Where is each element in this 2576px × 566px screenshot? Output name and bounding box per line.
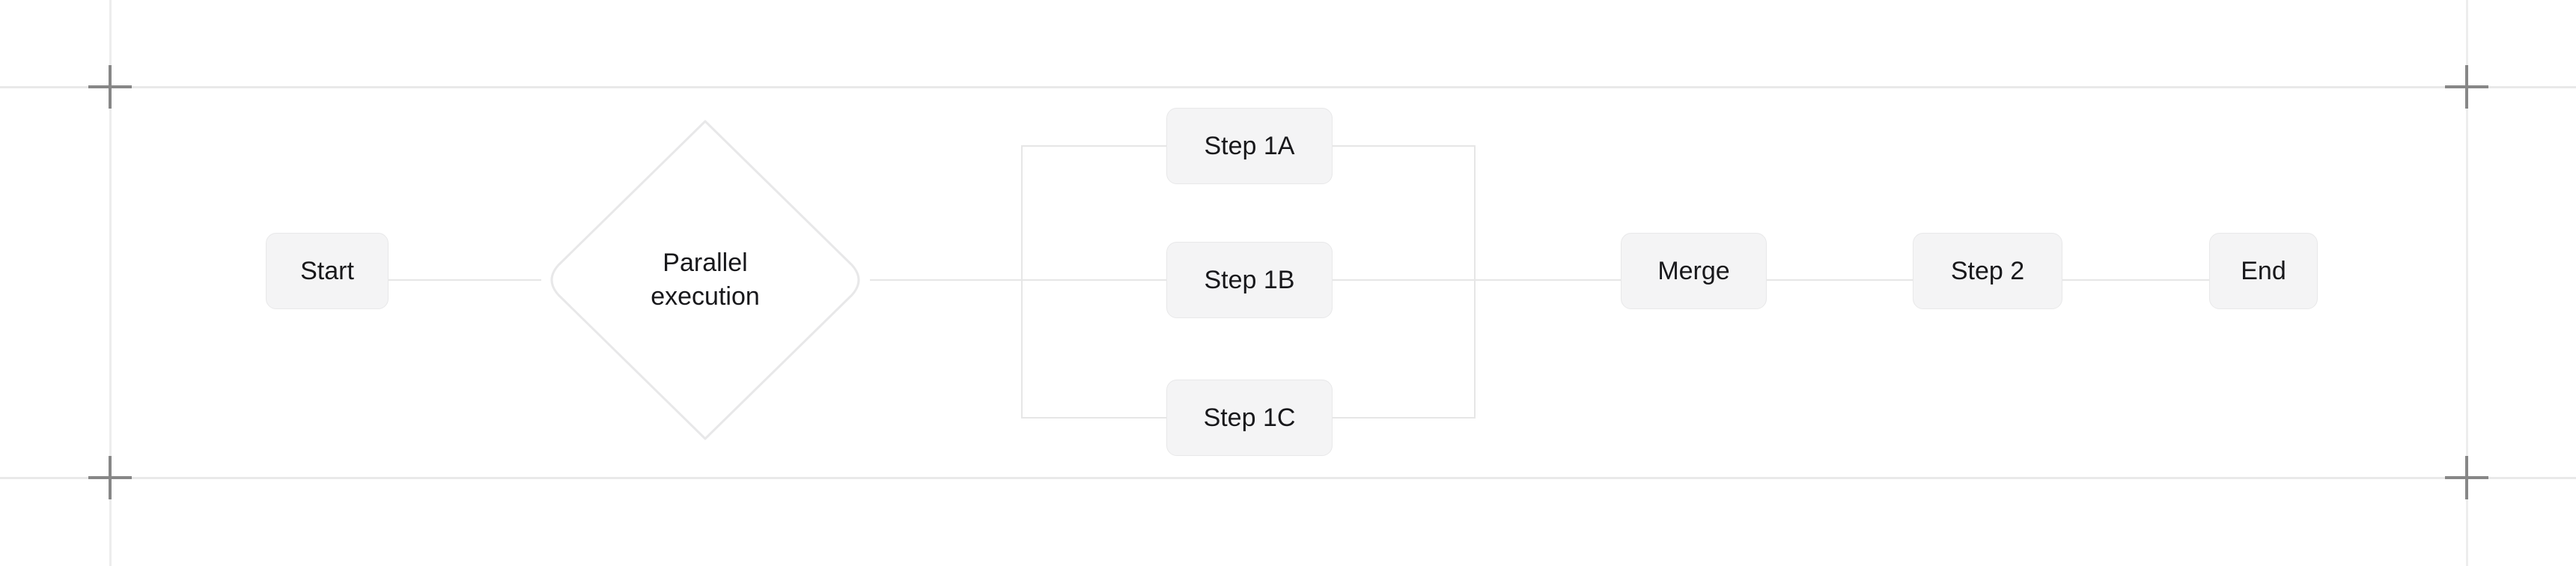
edge-merge-to-step2 bbox=[1767, 279, 1913, 281]
diamond-shape-icon bbox=[550, 120, 860, 440]
crosshair-bottom-right-icon[interactable] bbox=[2445, 456, 2488, 499]
node-step-1a[interactable]: Step 1A bbox=[1166, 108, 1333, 184]
crosshair-bottom-left-icon[interactable] bbox=[88, 456, 132, 499]
node-step-2[interactable]: Step 2 bbox=[1913, 233, 2062, 309]
node-step-1c[interactable]: Step 1C bbox=[1166, 380, 1333, 456]
guide-line-horizontal-top bbox=[0, 86, 2576, 88]
guide-line-vertical-left bbox=[109, 0, 112, 566]
edge-step1a-to-fanin bbox=[1332, 145, 1476, 147]
guide-line-vertical-right bbox=[2466, 0, 2468, 566]
edge-start-to-parallel bbox=[389, 279, 541, 281]
edge-fanout-to-step1a bbox=[1021, 145, 1167, 147]
crosshair-top-right-icon[interactable] bbox=[2445, 65, 2488, 109]
edge-step1c-to-fanin bbox=[1332, 417, 1476, 419]
edge-step1b-to-fanin bbox=[1332, 279, 1476, 281]
node-merge[interactable]: Merge bbox=[1621, 233, 1767, 309]
edge-fanout-to-step1c bbox=[1021, 417, 1167, 419]
edge-parallel-to-fanout-bus bbox=[870, 279, 1022, 281]
node-end[interactable]: End bbox=[2209, 233, 2318, 309]
node-parallel-execution[interactable]: Parallel execution bbox=[541, 117, 870, 443]
edge-fanin-to-merge bbox=[1474, 279, 1622, 281]
node-parallel-execution-label: Parallel execution bbox=[651, 249, 760, 311]
edge-fanout-bus-vertical bbox=[1021, 145, 1023, 418]
crosshair-top-left-icon[interactable] bbox=[88, 65, 132, 109]
guide-line-horizontal-bottom bbox=[0, 477, 2576, 479]
edge-fanout-to-step1b bbox=[1021, 279, 1167, 281]
node-step-1b[interactable]: Step 1B bbox=[1166, 242, 1333, 318]
edge-step2-to-end bbox=[2062, 279, 2210, 281]
node-start[interactable]: Start bbox=[266, 233, 389, 309]
edge-fanin-bus-vertical bbox=[1474, 145, 1476, 418]
